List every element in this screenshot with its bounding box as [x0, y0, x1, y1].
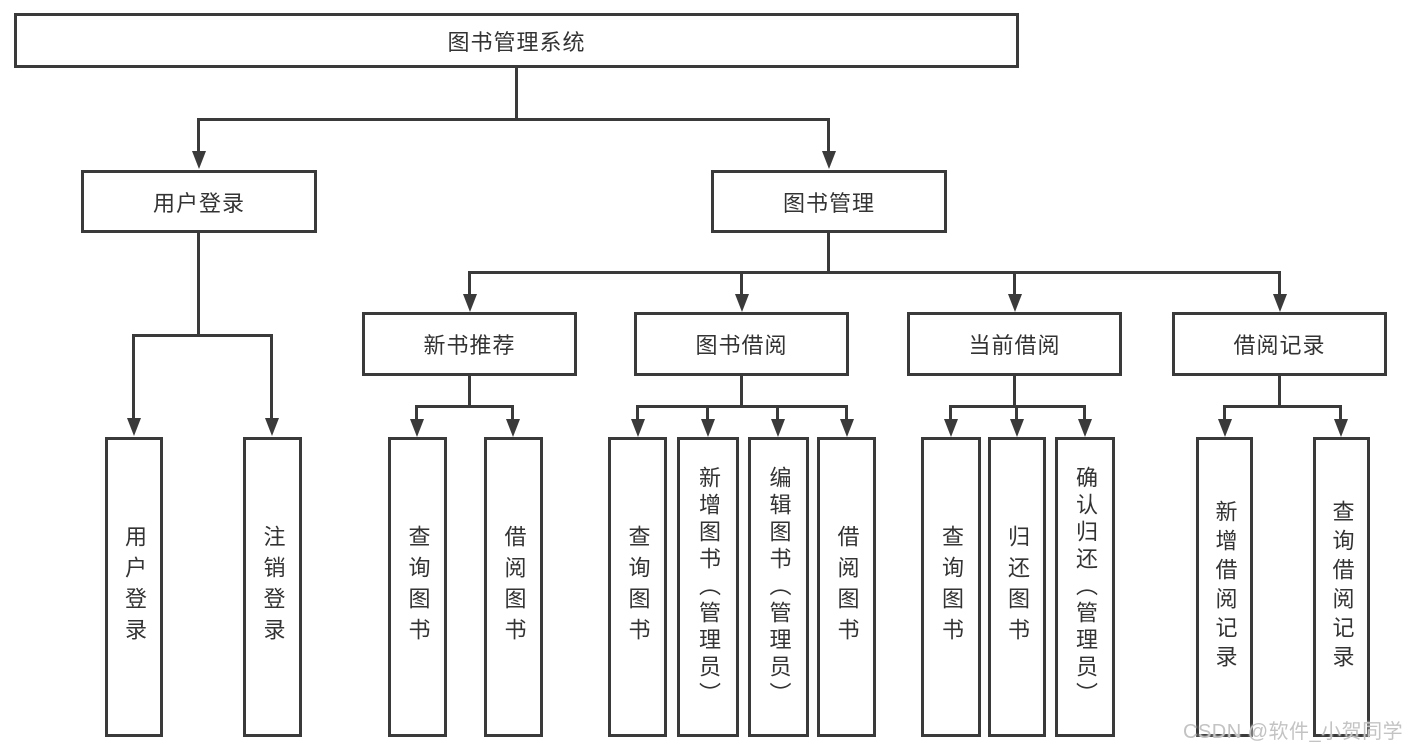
- node-leaf-borrow-book-1-label: 借阅图书: [501, 525, 527, 649]
- node-leaf-add-record: 新增借阅记录: [1196, 437, 1253, 737]
- connector-userlogin-stem: [197, 233, 200, 336]
- node-leaf-add-book: 新增图书（管理员）: [677, 437, 739, 737]
- connector-to-edit-book: [776, 405, 779, 420]
- node-leaf-return-book: 归还图书: [988, 437, 1046, 737]
- connector-to-book-borrow: [740, 271, 743, 296]
- node-book-mgmt-label: 图书管理: [782, 190, 875, 216]
- node-leaf-borrow-book-2-label: 借阅图书: [834, 525, 860, 649]
- connector-to-query-book-2: [636, 405, 639, 420]
- arrowhead-query-book-3: [943, 419, 958, 437]
- connector-to-borrow-book-2: [845, 405, 848, 420]
- arrowhead-query-book-2: [630, 419, 645, 437]
- node-current-borrow: 当前借阅: [907, 312, 1122, 376]
- node-leaf-return-book-label: 归还图书: [1005, 525, 1030, 649]
- node-library-system: 图书管理系统: [14, 13, 1019, 68]
- node-leaf-add-record-label: 新增借阅记录: [1212, 500, 1238, 674]
- connector-to-query-book-3: [949, 405, 952, 420]
- connector-to-borrow-records: [1278, 271, 1281, 296]
- connector-root-branch: [197, 118, 830, 121]
- arrowhead-current-borrow: [1007, 294, 1022, 312]
- arrowhead-borrow-book-1: [505, 419, 520, 437]
- connector-root-stem: [515, 68, 518, 121]
- node-leaf-query-book-3-label: 查询图书: [939, 525, 964, 649]
- node-library-system-label: 图书管理系统: [447, 29, 586, 55]
- connector-to-query-record: [1339, 405, 1342, 420]
- node-book-borrow-label: 图书借阅: [695, 333, 788, 358]
- connector-to-borrow-book-1: [511, 405, 514, 420]
- arrowhead-query-record: [1333, 419, 1348, 437]
- node-leaf-add-book-label: 新增图书（管理员）: [696, 465, 721, 709]
- node-leaf-query-record-label: 查询借阅记录: [1329, 500, 1355, 674]
- node-book-borrow: 图书借阅: [634, 312, 849, 376]
- connector-bookborrow-stem: [740, 376, 743, 407]
- node-borrow-records-label: 借阅记录: [1233, 333, 1326, 358]
- node-leaf-query-book-1-label: 查询图书: [405, 525, 431, 649]
- arrowhead-add-record: [1217, 419, 1232, 437]
- connector-to-new-book-rec: [468, 271, 471, 296]
- arrowhead-new-book-rec: [462, 294, 477, 312]
- node-user-login: 用户登录: [81, 170, 317, 233]
- arrowhead-query-book-1: [409, 419, 424, 437]
- node-leaf-query-book-3: 查询图书: [921, 437, 981, 737]
- arrowhead-borrow-book-2: [839, 419, 854, 437]
- node-leaf-edit-book: 编辑图书（管理员）: [748, 437, 809, 737]
- arrowhead-confirm-return: [1077, 419, 1092, 437]
- node-leaf-confirm-return-label: 确认归还（管理员）: [1073, 465, 1098, 709]
- connector-newbookrec-branch: [415, 405, 514, 408]
- connector-newbookrec-stem: [468, 376, 471, 407]
- node-leaf-confirm-return: 确认归还（管理员）: [1055, 437, 1115, 737]
- node-new-book-rec-label: 新书推荐: [423, 333, 516, 358]
- arrowhead-add-book: [700, 419, 715, 437]
- connector-borrowrecords-stem: [1278, 376, 1281, 407]
- node-book-mgmt: 图书管理: [711, 170, 947, 233]
- node-leaf-query-book-2: 查询图书: [608, 437, 667, 737]
- node-borrow-records: 借阅记录: [1172, 312, 1387, 376]
- connector-bookmgmt-stem: [827, 233, 830, 273]
- connector-to-confirm-return: [1083, 405, 1086, 420]
- node-leaf-edit-book-label: 编辑图书（管理员）: [766, 465, 792, 709]
- connector-to-return-book: [1015, 405, 1018, 420]
- node-leaf-user-login: 用户登录: [105, 437, 163, 737]
- connector-userlogin-branch: [132, 334, 273, 337]
- connector-to-user-login: [197, 118, 200, 152]
- node-leaf-logout-label: 注销登录: [260, 525, 286, 649]
- arrowhead-leaf-logout: [264, 418, 279, 436]
- connector-to-add-book: [706, 405, 709, 420]
- connector-borrowrecords-branch: [1223, 405, 1342, 408]
- connector-to-leaf-logout: [270, 334, 273, 419]
- arrowhead-return-book: [1009, 419, 1024, 437]
- node-current-borrow-label: 当前借阅: [968, 333, 1061, 358]
- arrowhead-edit-book: [770, 419, 785, 437]
- node-leaf-query-book-1: 查询图书: [388, 437, 447, 737]
- arrowhead-book-borrow: [734, 294, 749, 312]
- arrowhead-borrow-records: [1272, 294, 1287, 312]
- node-leaf-query-record: 查询借阅记录: [1313, 437, 1370, 737]
- connector-to-leaf-user-login: [132, 334, 135, 419]
- node-leaf-borrow-book-1: 借阅图书: [484, 437, 543, 737]
- connector-to-current-borrow: [1013, 271, 1016, 296]
- node-new-book-rec: 新书推荐: [362, 312, 577, 376]
- arrowhead-leaf-user-login: [126, 418, 141, 436]
- node-leaf-user-login-label: 用户登录: [122, 525, 147, 649]
- node-leaf-logout: 注销登录: [243, 437, 302, 737]
- arrowhead-user-login: [191, 151, 206, 169]
- connector-to-add-record: [1223, 405, 1226, 420]
- connector-to-query-book-1: [415, 405, 418, 420]
- node-leaf-query-book-2-label: 查询图书: [625, 525, 651, 649]
- connector-bookmgmt-branch: [468, 271, 1281, 274]
- node-leaf-borrow-book-2: 借阅图书: [817, 437, 876, 737]
- connector-to-book-mgmt: [827, 118, 830, 152]
- node-user-login-label: 用户登录: [152, 190, 245, 216]
- csdn-watermark: CSDN @软件_小贺同学: [1183, 721, 1404, 743]
- arrowhead-book-mgmt: [821, 151, 836, 169]
- connector-bookborrow-branch: [636, 405, 848, 408]
- connector-currentborrow-stem: [1013, 376, 1016, 407]
